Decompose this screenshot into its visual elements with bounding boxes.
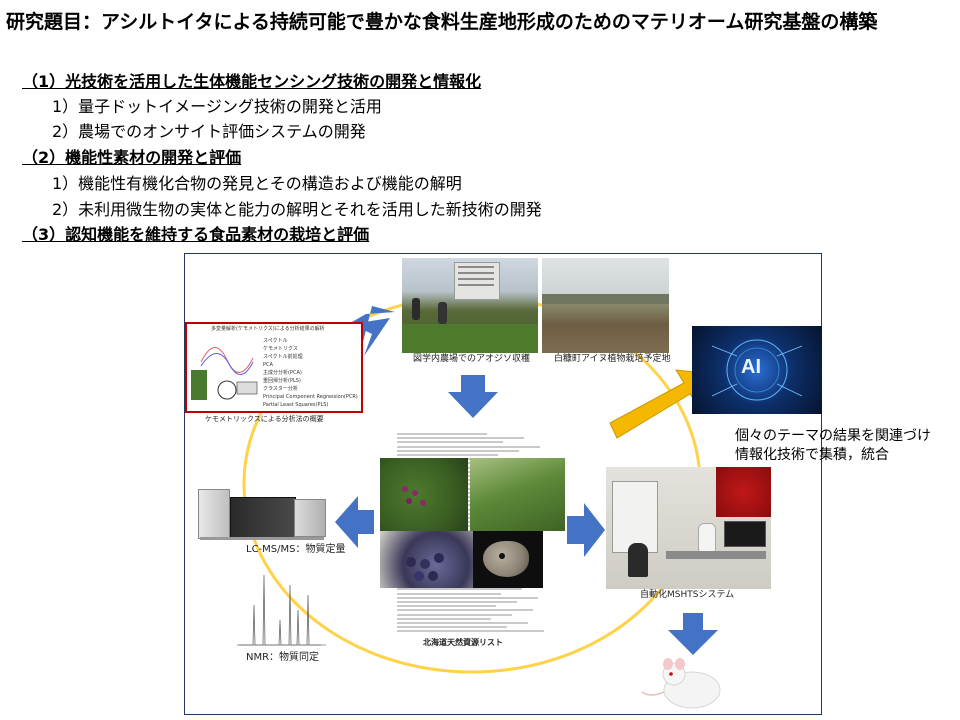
resource-list-line [397, 441, 503, 444]
section-2-heading: （2）機能性素材の開発と評価 [22, 148, 242, 167]
resource-list-line [397, 622, 528, 624]
ai-label: AI [741, 356, 761, 378]
arrow-right-mshts [567, 503, 605, 557]
chemo-line-8: Principal Component Regression(PCR) [263, 394, 358, 400]
section-1-item-2: 2）農場でのオンサイト評価システムの開発 [52, 122, 366, 141]
integration-note-line-1: 個々のテーマの結果を関連づけ [735, 428, 931, 444]
caption-mshts: 自動化MSHTSシステム [640, 590, 735, 600]
chemometrics-panel: 多変量解析(ケモメトリクス)による分析結果の解析 スペクトル ケモメトリクス ス… [185, 322, 363, 413]
resource-list-line [397, 596, 538, 599]
chemo-line-3: スペクトル前処理 [263, 354, 303, 360]
fish-photo [473, 531, 543, 588]
berry-photo [380, 531, 473, 588]
chemo-line-7: クラスター分析 [263, 386, 298, 392]
caption-lcms: LC-MS/MS：物質定量 [246, 544, 346, 555]
nmr-spectrum [237, 574, 326, 646]
plant-photo-2 [470, 458, 565, 531]
chemometrics-title: 多変量解析(ケモメトリクス)による分析結果の解析 [211, 326, 325, 332]
caption-field-plan: 白糠町アイヌ植物栽培予定地 [554, 354, 671, 364]
resource-list-line [397, 454, 498, 456]
mshts-lab-photo [606, 467, 771, 589]
ai-image: AI [692, 326, 822, 414]
section-2-item-2: 2）未利用微生物の実体と能力の解明とそれを活用した新技術の開発 [52, 200, 542, 219]
section-3-heading: （3）認知機能を維持する食品素材の栽培と評価 [22, 225, 370, 244]
page-title: 研究題目：アシルトイタによる持続可能で豊かな食料生産地形成のためのマテリオーム研… [6, 11, 878, 33]
plant-photo-1 [380, 458, 468, 531]
integration-note: 個々のテーマの結果を関連づけ 情報化技術で集積，統合 [735, 427, 931, 465]
diagram-frame [184, 253, 822, 715]
caption-field-harvest: 図学内農場でのアオジソ収穫 [413, 354, 531, 364]
mouse-image [641, 658, 721, 709]
resource-list-line [397, 617, 491, 620]
resource-list-line [397, 491, 541, 494]
resource-list-line [397, 433, 487, 435]
chemo-line-4: PCA [263, 362, 273, 368]
chemo-line-1: スペクトル [263, 338, 288, 344]
resource-list-line [397, 609, 533, 612]
resource-list-line [397, 626, 507, 629]
arrow-left-lcms [335, 496, 374, 548]
resource-list-line [397, 588, 522, 591]
resource-list-line [397, 613, 512, 616]
resource-list-line [397, 630, 544, 633]
resource-list-line [397, 445, 540, 448]
field-harvest-photo [402, 258, 538, 353]
caption-nmr: NMR：物質同定 [246, 652, 320, 663]
chemo-line-2: ケモメトリクス [263, 346, 298, 352]
chemo-line-6: 重回帰分析(PLS) [263, 378, 301, 384]
caption-chemometrics: ケモメトリックスによる分析法の概要 [205, 415, 324, 423]
section-1-item-1: 1）量子ドットイメージング技術の開発と活用 [52, 97, 382, 116]
chemo-line-9: Partial Least Squares(PLS) [263, 402, 329, 408]
arrow-down-center [448, 375, 498, 418]
resource-list-line [397, 601, 517, 603]
field-plan-photo [542, 258, 669, 353]
chemo-line-5: 主成分分析(PCA) [263, 370, 302, 376]
caption-resource-list: 北海道天然資源リスト [423, 638, 503, 647]
arrow-down-mouse [668, 613, 718, 655]
resource-list-line [397, 437, 524, 440]
lcms-instrument [196, 487, 326, 545]
resource-list-line [397, 605, 496, 608]
integration-note-line-2: 情報化技術で集積，統合 [735, 447, 889, 463]
resource-list-line [397, 592, 501, 595]
section-2-item-1: 1）機能性有機化合物の発見とその構造および機能の解明 [52, 174, 462, 193]
section-1-heading: （1）光技術を活用した生体機能センシング技術の開発と情報化 [22, 72, 482, 91]
resource-list-line [397, 449, 519, 452]
